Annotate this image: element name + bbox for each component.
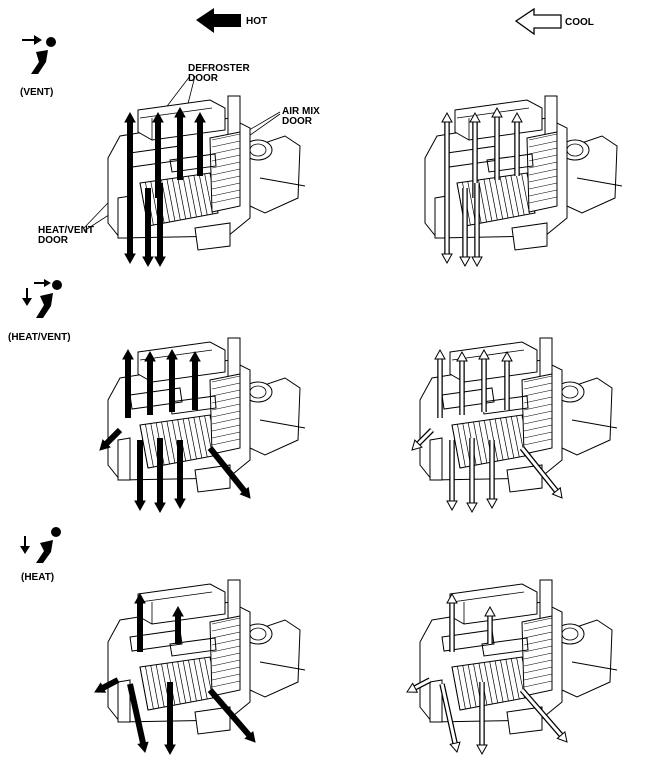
cool-airflow-arrow [446, 500, 458, 512]
cool-airflow-arrow [441, 111, 453, 123]
hot-airflow-arrow [134, 500, 146, 512]
cool-airflow-arrow [469, 111, 481, 123]
cool-airflow-arrow [551, 486, 563, 499]
hot-airflow-arrow [152, 111, 164, 123]
hot-airflow-arrow [174, 106, 186, 118]
cool-airflow-arrow [556, 730, 568, 743]
hot-airflow-arrow [144, 350, 156, 362]
hot-airflow-arrow [154, 502, 166, 514]
hot-airflow-arrow [142, 256, 154, 268]
heat-hot-unit [94, 579, 306, 756]
hot-airflow-arrow [134, 592, 146, 604]
hot-airflow-arrow [154, 256, 166, 268]
hot-airflow-arrow [194, 111, 206, 123]
cool-airflow-arrow [471, 256, 483, 268]
hot-airflow-arrow [172, 605, 184, 617]
hot-airflow-arrow [239, 486, 251, 499]
mode-label-vent: (VENT) [20, 87, 54, 98]
cool-airflow-arrow [441, 253, 453, 265]
cool-arrow-icon [514, 7, 562, 36]
mode-label-heat-vent: (HEAT/VENT) [8, 332, 71, 343]
vent-mode-icon [22, 35, 56, 74]
hot-airflow-arrow [174, 498, 186, 510]
cool-airflow-arrow [406, 682, 419, 693]
cool-airflow-arrow [484, 605, 496, 617]
cool-airflow-arrow [449, 741, 461, 754]
cool-airflow-arrow [434, 348, 446, 360]
legend-hot-label: HOT [246, 16, 268, 27]
cool-airflow-arrow [459, 256, 471, 268]
mode-label-heat: (HEAT) [21, 572, 55, 583]
legend-cool-label: COOL [565, 17, 594, 28]
hot-airflow-arrow [99, 439, 111, 451]
hot-airflow-arrow [124, 253, 136, 265]
cool-airflow-arrow [478, 348, 490, 360]
cool-airflow-arrow [511, 111, 523, 123]
heat-mode-icon [20, 527, 61, 563]
heat-vent-mode-icon [22, 279, 62, 318]
hot-airflow-arrow [122, 348, 134, 360]
cool-airflow-arrow [476, 744, 488, 756]
heat-cool-unit [406, 579, 618, 756]
hot-airflow-arrow [124, 111, 136, 123]
heat-vent-cool-unit [411, 337, 618, 514]
cool-airflow-arrow [491, 106, 503, 118]
hot-airflow-arrow [244, 730, 256, 743]
vent-hot-unit [107, 95, 306, 268]
vent-cool-unit [424, 95, 623, 268]
cool-airflow-arrow [466, 502, 478, 514]
cool-airflow-arrow [501, 350, 513, 362]
hot-airflow-arrow [164, 744, 176, 756]
hot-airflow-arrow [166, 348, 178, 360]
cool-airflow-arrow [456, 350, 468, 362]
hot-airflow-arrow [137, 741, 149, 754]
hot-airflow-arrow [189, 350, 201, 362]
cool-airflow-arrow [446, 592, 458, 604]
cool-airflow-arrow [486, 498, 498, 510]
hot-arrow-icon [196, 8, 241, 33]
cool-airflow-arrow [411, 439, 423, 451]
hot-airflow-arrow [94, 682, 107, 693]
heat-vent-hot-unit [99, 337, 306, 514]
